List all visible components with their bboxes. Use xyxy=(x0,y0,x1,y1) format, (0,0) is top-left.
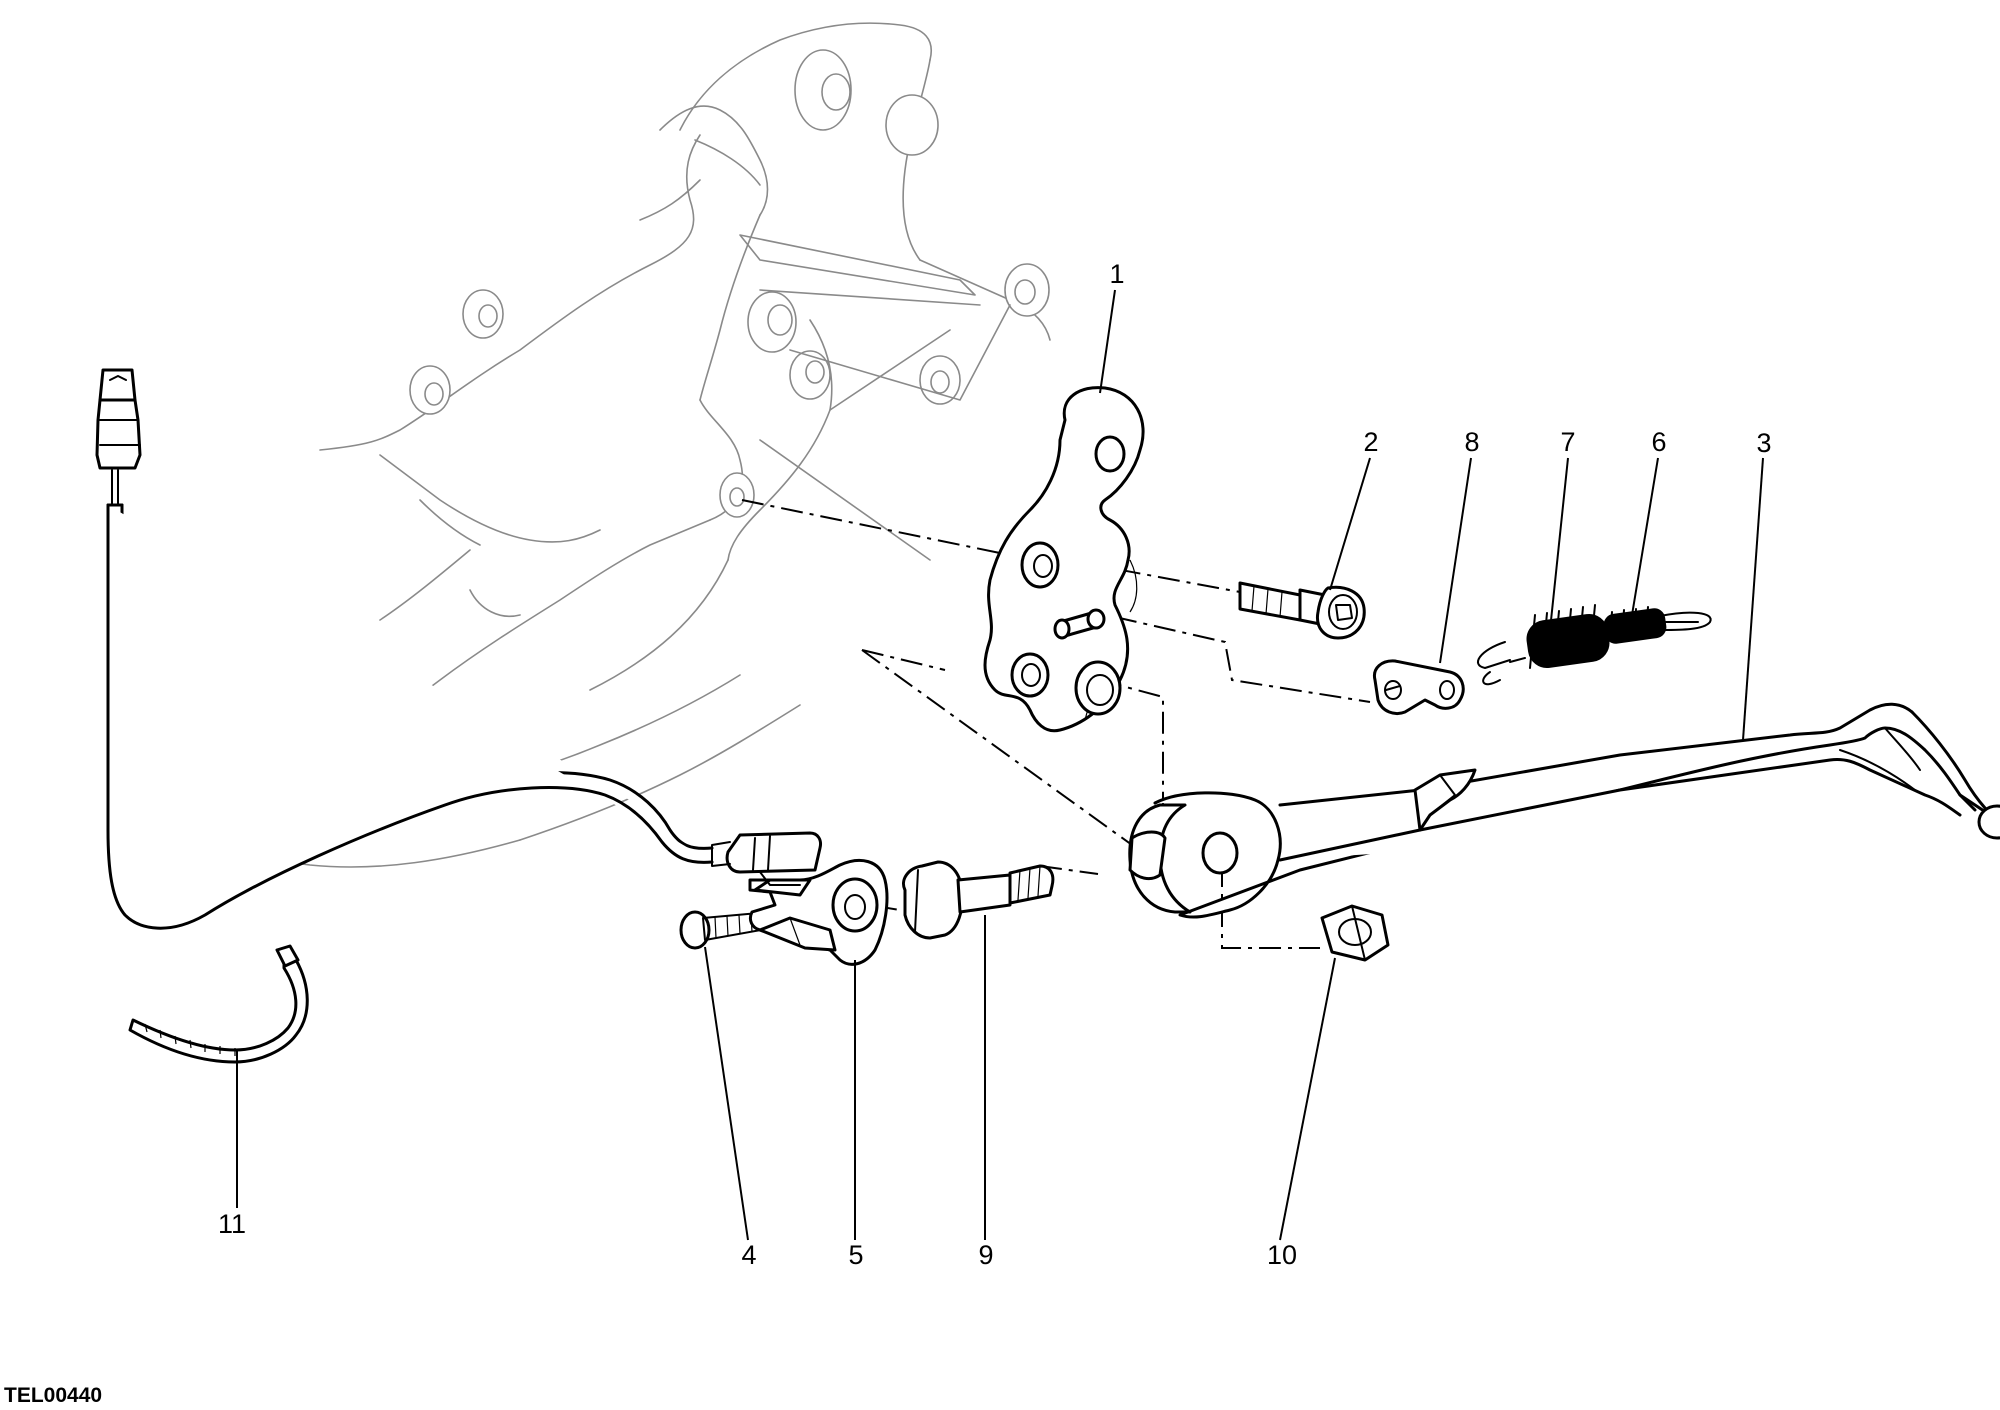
cable-tie xyxy=(128,944,309,1064)
reference-code: TEL00440 xyxy=(4,1384,103,1407)
callout-leaders xyxy=(236,289,1764,1241)
callout-labels: 1 2 3 4 5 6 7 8 9 10 11 xyxy=(218,259,1772,1270)
callout-4: 4 xyxy=(741,1240,756,1270)
sidestand-bracket xyxy=(983,386,1145,733)
sidestand-leg xyxy=(1128,702,2000,919)
sidestand-switch xyxy=(748,859,889,966)
callout-10: 10 xyxy=(1267,1240,1297,1270)
spring-plate xyxy=(1372,659,1465,715)
callout-8: 8 xyxy=(1464,427,1479,457)
switch-connector xyxy=(95,368,822,930)
nut xyxy=(1320,904,1390,962)
callout-7: 7 xyxy=(1560,427,1575,457)
engine-crankcase-outline xyxy=(199,22,1051,868)
spring-outer xyxy=(1477,604,1610,686)
callout-6: 6 xyxy=(1651,427,1666,457)
callout-1: 1 xyxy=(1109,259,1124,289)
callout-11: 11 xyxy=(218,1209,246,1239)
callout-9: 9 xyxy=(978,1240,993,1270)
screw xyxy=(679,910,773,950)
pivot-bolt xyxy=(902,860,1055,940)
callout-5: 5 xyxy=(848,1240,863,1270)
callout-3: 3 xyxy=(1756,428,1771,458)
callout-2: 2 xyxy=(1363,427,1378,457)
cap-screw xyxy=(1238,581,1366,640)
